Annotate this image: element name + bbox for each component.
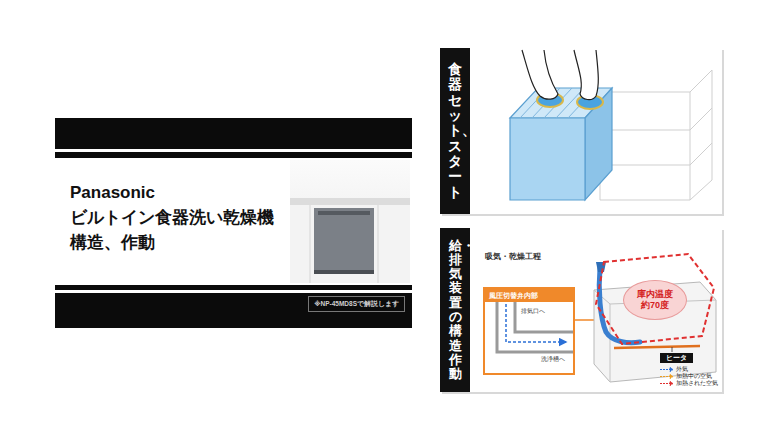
legend-row: 加熱中の空気 — [660, 373, 718, 380]
heater-element — [672, 347, 673, 352]
kitchen-photo — [314, 208, 374, 270]
title-card-ground — [55, 290, 412, 293]
dishwasher-drawer — [510, 118, 585, 200]
panel-ground — [440, 48, 724, 216]
label-slot: 洗浄槽へ — [541, 356, 565, 363]
text: ビルトイン食器洗い乾燥機 — [70, 205, 412, 230]
legend-row: 外気 — [660, 366, 718, 373]
valve-header: 風圧切替弁内部 — [485, 289, 573, 302]
text: 加熱中の空気 — [676, 373, 712, 380]
title-card-ground — [55, 118, 412, 328]
slide-panel: 食器セット、スタート — [440, 48, 722, 214]
text: 排気口へ — [521, 308, 545, 315]
text: 食器セット、スタート — [448, 62, 462, 201]
title-card-ground — [55, 158, 412, 285]
dishwasher-body — [594, 282, 716, 382]
text: 外気 — [676, 366, 688, 373]
legend-sample — [660, 367, 674, 372]
leader-line — [575, 320, 594, 321]
heat-zone — [596, 254, 714, 344]
text: ヒータ — [666, 354, 687, 362]
legend-sample — [660, 374, 674, 379]
legend-sample — [660, 381, 674, 386]
legend-sample-line — [660, 368, 673, 372]
text: 庫内温度 約70度 — [635, 289, 675, 311]
text: 加熱された空気 — [676, 380, 718, 387]
heater-element — [614, 346, 700, 352]
label-slot: 排気口へ — [521, 308, 545, 315]
title-card: Panasonicビルトイン食器洗い乾燥機構造、作動 ※NP-45MD8Sで解説し… — [55, 118, 412, 328]
title-card-ground — [55, 118, 412, 328]
hands — [522, 50, 598, 100]
label-slot: 吸気・乾燥工程 — [485, 252, 541, 262]
text: 給・排気装置の構造作動 — [449, 239, 462, 382]
legend: 外気加熱中の空気加熱された空気 — [660, 366, 718, 387]
kitchen-photo — [378, 205, 379, 283]
cabinet-outline — [600, 92, 712, 200]
dishwasher-drawer — [510, 88, 612, 200]
legend-sample-line — [660, 375, 673, 379]
text: 吸気・乾燥工程 — [485, 252, 541, 262]
kitchen-photo — [318, 211, 370, 215]
valve-interior — [497, 302, 573, 352]
hands — [574, 50, 598, 100]
text: Panasonic — [70, 180, 412, 205]
note-box: ※NP-45MD8Sで解説します — [308, 296, 405, 312]
kitchen-photo — [290, 160, 410, 283]
valve-interior — [485, 300, 573, 373]
title-strip: 給・排気装置の構造作動 — [440, 228, 470, 392]
text: 風圧切替弁内部 — [489, 291, 569, 300]
text: 洗浄槽へ — [541, 356, 565, 363]
legend-row: 加熱された空気 — [660, 380, 718, 387]
heat-zone — [596, 254, 714, 344]
legend-sample-line — [660, 382, 673, 386]
heater-element — [614, 346, 700, 348]
title-strip: 食器セット、スタート — [440, 48, 470, 214]
title-card-ground — [55, 149, 412, 152]
temperature-oval: 庫内温度 約70度 — [623, 280, 687, 320]
cabinet-outline — [600, 70, 712, 200]
text: ※NP-45MD8Sで解説します — [314, 300, 399, 308]
kitchen-photo — [290, 205, 410, 283]
valve-interior — [515, 302, 573, 332]
panel-ground — [440, 48, 722, 214]
kitchen-photo — [310, 205, 311, 283]
heater-label: ヒータ — [660, 353, 693, 363]
kitchen-photo — [314, 270, 374, 274]
cabinet-outline — [600, 70, 712, 200]
valve-interior — [506, 304, 566, 342]
leader-line — [575, 319, 594, 321]
hands — [522, 50, 558, 99]
kitchen-photo — [290, 198, 410, 205]
panel-ground — [440, 228, 722, 392]
dishwasher-body — [594, 282, 716, 382]
text: 構造、作動 — [70, 230, 412, 255]
valve-interior — [485, 300, 573, 373]
kitchen-photo — [290, 160, 410, 283]
panel-ground — [440, 228, 724, 394]
